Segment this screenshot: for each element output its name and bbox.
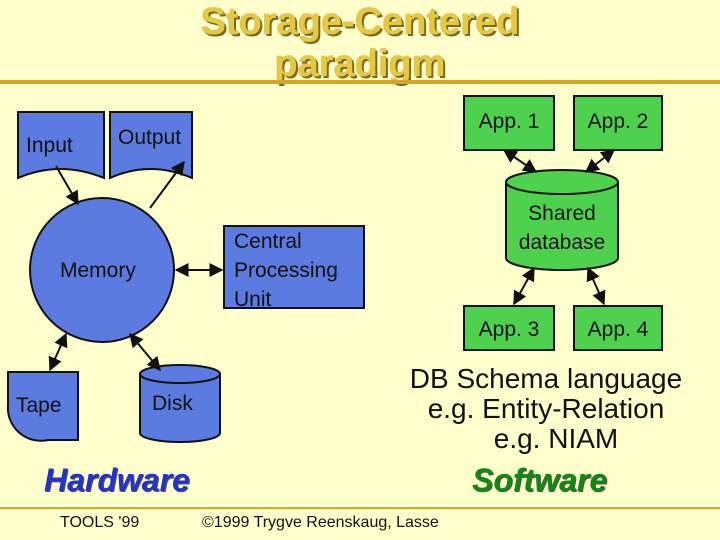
shared-database-label-line-2: database <box>518 231 606 254</box>
software-section-label: Software <box>472 462 608 498</box>
app1-shape <box>463 95 555 151</box>
cpu-label-line-1: Central <box>234 230 302 253</box>
title-line-2: paradigm <box>274 43 446 85</box>
shared-database-label-line-1: Shared <box>528 202 596 225</box>
app3-label: App. 3 <box>478 318 540 341</box>
tape-label: Tape <box>16 394 62 417</box>
app4-label: App. 4 <box>587 318 649 341</box>
arrow-app1-db <box>502 149 538 173</box>
memory-label: Memory <box>60 259 136 282</box>
arrow-app2-db <box>584 149 616 173</box>
arrow-app4-db <box>586 266 606 306</box>
footer-rule <box>0 507 720 509</box>
app1-label: App. 1 <box>478 110 540 133</box>
input-shape <box>17 111 105 180</box>
cpu-label-line-2: Processing <box>234 259 338 282</box>
disk-label: Disk <box>152 392 193 415</box>
title-line-1: Storage-Centered <box>200 1 520 43</box>
schema-line-3: e.g. NIAM <box>493 423 619 454</box>
input-label: Input <box>26 134 73 157</box>
app2-shape <box>573 95 663 151</box>
app4-shape <box>573 305 663 351</box>
arrow-input-memory <box>55 165 79 206</box>
hardware-section-label: Hardware <box>44 462 190 498</box>
app3-shape <box>463 305 555 351</box>
header-rule <box>0 80 720 84</box>
arrow-memory-disk <box>129 332 161 372</box>
footer-center: ©1999 Trygve Reenskaug, Lasse <box>202 514 439 531</box>
tape-shape <box>6 371 79 442</box>
schema-line-2: e.g. Entity-Relation <box>427 393 665 424</box>
arrow-memory-tape <box>48 332 68 372</box>
footer-left: TOOLS '99 <box>60 514 140 531</box>
schema-line-1: DB Schema language <box>409 363 683 394</box>
output-label: Output <box>118 126 182 149</box>
cpu-label-line-3: Unit <box>234 288 272 311</box>
app2-label: App. 2 <box>587 110 649 133</box>
cpu-shape <box>223 225 365 309</box>
shared-database-shape <box>505 169 619 271</box>
memory-shape <box>29 197 175 343</box>
arrow-app3-db <box>513 266 535 306</box>
arrow-memory-output <box>149 160 185 209</box>
